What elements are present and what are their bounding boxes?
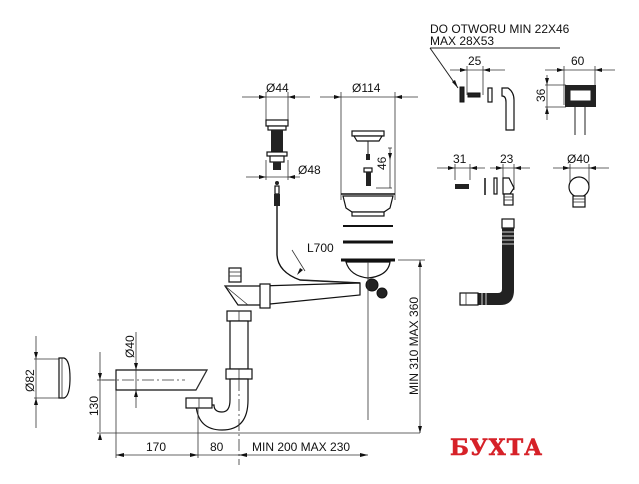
dim-23-label: 23: [500, 152, 514, 166]
overflow-parts: [459, 86, 515, 131]
popup-cable: L700: [276, 206, 361, 284]
corrugated-overflow-hose: [459, 218, 515, 306]
dim-170-label: 170: [146, 440, 166, 454]
basket-strainer: Ø114 46: [320, 81, 418, 420]
dim-l700-label: L700: [307, 241, 334, 255]
overflow-cover-front: 60 36: [534, 54, 615, 135]
dim-36-label: 36: [534, 88, 548, 102]
dim-44-label: Ø44: [266, 81, 289, 95]
hole-note-line1: DO OTWORU MIN 22X46: [430, 22, 570, 36]
dim-82-label: Ø82: [23, 369, 37, 392]
dim-25-label: 25: [468, 54, 482, 68]
overflow-hole-note: DO OTWORU MIN 22X46 MAX 28X53: [429, 22, 570, 89]
dim-min200max230-label: MIN 200 MAX 230: [252, 440, 350, 454]
dim-80-label: 80: [210, 440, 224, 454]
popup-button: Ø44 Ø48: [242, 81, 321, 206]
watermark-logo: БУХТА: [450, 435, 543, 461]
siphon-assembly: Ø40 130 170 80 MIN 200 MAX 230 MIN 310 M…: [87, 259, 425, 465]
dim-min310max360-label: MIN 310 MAX 360: [407, 297, 421, 395]
dim-48-label: Ø48: [298, 163, 321, 177]
overflow-connector: 31 23 Ø40: [437, 152, 609, 208]
dim-130-label: 130: [87, 396, 101, 416]
dim-46-label: 46: [375, 156, 389, 170]
dim-114-label: Ø114: [352, 81, 381, 95]
hole-note-line2: MAX 28X53: [430, 34, 494, 48]
dim-40-overflow-label: Ø40: [567, 152, 590, 166]
dim-60-label: 60: [571, 54, 585, 68]
dim-25: 25: [450, 54, 505, 95]
dim-40-pipe-label: Ø40: [123, 335, 137, 358]
dim-31-label: 31: [453, 152, 467, 166]
wall-rosette: Ø82: [23, 336, 71, 428]
